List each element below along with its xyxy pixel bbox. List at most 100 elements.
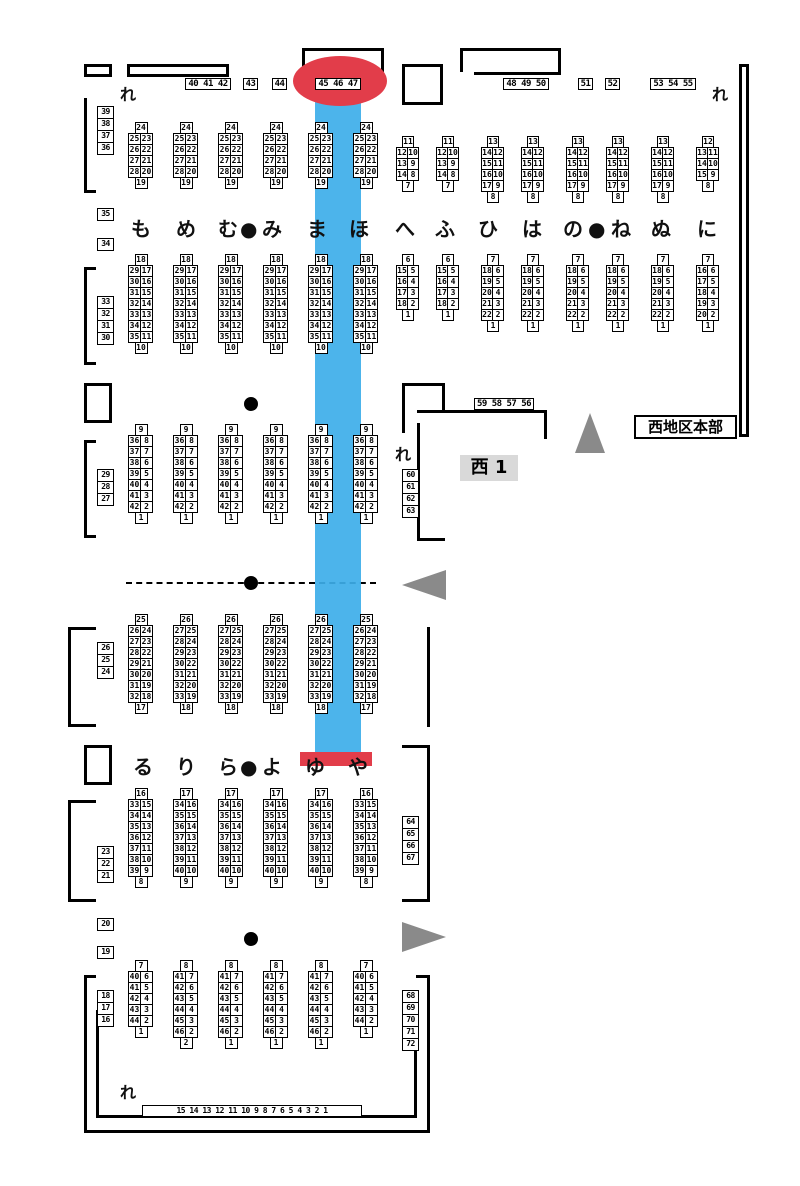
booth-cell[interactable]: 2: [532, 309, 544, 321]
booth-cell[interactable]: 16: [359, 788, 373, 800]
booth-cell[interactable]: 13: [230, 832, 243, 844]
booth-cell[interactable]: 9: [179, 424, 193, 436]
booth-cell[interactable]: 1: [224, 512, 238, 524]
booth-cell[interactable]: 10: [140, 854, 153, 866]
booth-cell[interactable]: 13: [657, 136, 669, 148]
booth-cell[interactable]: 9: [447, 158, 459, 170]
booth-cell[interactable]: 1: [359, 1026, 373, 1038]
booth-cell[interactable]: 8: [487, 191, 499, 203]
wall-booth-cell[interactable]: 30: [97, 332, 114, 345]
wall-booth-cell[interactable]: 20: [97, 918, 114, 931]
wall-booth-cell[interactable]: 66: [402, 840, 419, 853]
wall-booth-cell[interactable]: 16: [97, 1014, 114, 1027]
booth-cell[interactable]: 12: [230, 320, 243, 332]
booth-cell[interactable]: 10: [224, 342, 238, 354]
bottom-wall-booths-1-15[interactable]: 15 14 13 12 11 10 9 8 7 6 5 4 3 2 1: [142, 1105, 362, 1117]
booth-cell[interactable]: 7: [442, 180, 454, 192]
booth-cell[interactable]: 1: [314, 1037, 328, 1049]
booth-cell[interactable]: 10: [134, 342, 148, 354]
booth-cell[interactable]: 12: [140, 832, 153, 844]
booth-cell[interactable]: 2: [447, 298, 459, 310]
wall-booth-cell[interactable]: 24: [97, 666, 114, 679]
booth-cell[interactable]: 18: [140, 691, 153, 703]
booth-cell[interactable]: 2: [179, 1037, 193, 1049]
booth-cell[interactable]: 11: [140, 843, 153, 855]
booth-cell[interactable]: 1: [657, 320, 669, 332]
booth-cell[interactable]: 10: [314, 342, 328, 354]
right-mid-booths-56-59[interactable]: 59 58 57 56: [474, 398, 534, 410]
booth-cell[interactable]: 8: [702, 180, 714, 192]
booth-cell[interactable]: 14: [140, 810, 153, 822]
booth-cell[interactable]: 12: [320, 320, 333, 332]
booth-cell[interactable]: 19: [224, 177, 238, 189]
top-wall-booth-43[interactable]: 43: [243, 78, 258, 90]
booth-cell[interactable]: 20: [140, 669, 153, 681]
booth-cell[interactable]: 2: [320, 501, 333, 513]
booth-cell[interactable]: 19: [314, 177, 328, 189]
booth-cell[interactable]: 9: [314, 876, 328, 888]
top-wall-booth-45-47[interactable]: 45 46 47: [315, 78, 361, 90]
booth-cell[interactable]: 3: [140, 490, 153, 502]
booth-cell[interactable]: 19: [359, 177, 373, 189]
booth-cell[interactable]: 1: [702, 320, 714, 332]
booth-cell[interactable]: 18: [179, 702, 193, 714]
booth-cell[interactable]: 9: [179, 876, 193, 888]
booth-cell[interactable]: 5: [320, 993, 333, 1005]
booth-cell[interactable]: 12: [532, 147, 544, 159]
booth-cell[interactable]: 10: [359, 342, 373, 354]
booth-cell[interactable]: 7: [185, 971, 198, 983]
booth-cell[interactable]: 17: [269, 788, 283, 800]
booth-cell[interactable]: 26: [179, 614, 193, 626]
booth-cell[interactable]: 15: [320, 287, 333, 299]
booth-cell[interactable]: 8: [134, 876, 148, 888]
booth-cell[interactable]: 8: [612, 191, 624, 203]
booth-cell[interactable]: 9: [577, 180, 589, 192]
booth-cell[interactable]: 16: [320, 276, 333, 288]
booth-cell[interactable]: 18: [224, 702, 238, 714]
booth-cell[interactable]: 1: [269, 512, 283, 524]
booth-cell[interactable]: 11: [662, 158, 674, 170]
wall-booth-cell[interactable]: 19: [97, 946, 114, 959]
booth-cell[interactable]: 1: [134, 1026, 148, 1038]
booth-cell[interactable]: 1: [179, 512, 193, 524]
wall-booth-cell[interactable]: 34: [97, 238, 114, 251]
booth-cell[interactable]: 21: [230, 669, 243, 681]
top-wall-booth-48-50[interactable]: 48 49 50: [503, 78, 549, 90]
booth-cell[interactable]: 23: [230, 647, 243, 659]
wall-booth-cell[interactable]: 27: [97, 493, 114, 506]
booth-cell[interactable]: 16: [230, 276, 243, 288]
booth-cell[interactable]: 3: [320, 490, 333, 502]
booth-cell[interactable]: 1: [269, 1037, 283, 1049]
wall-booth-cell[interactable]: 63: [402, 505, 419, 518]
booth-cell[interactable]: 25: [134, 614, 148, 626]
booth-cell[interactable]: 1: [442, 309, 454, 321]
booth-cell[interactable]: 6: [492, 265, 504, 277]
booth-cell[interactable]: 1: [402, 309, 414, 321]
booth-cell[interactable]: 13: [140, 821, 153, 833]
top-wall-booth-51[interactable]: 51: [578, 78, 593, 90]
booth-cell[interactable]: 3: [447, 287, 459, 299]
booth-cell[interactable]: 8: [657, 191, 669, 203]
booth-cell[interactable]: 1: [612, 320, 624, 332]
booth-cell[interactable]: 6: [532, 265, 544, 277]
booth-cell[interactable]: 1: [572, 320, 584, 332]
booth-cell[interactable]: 24: [185, 636, 198, 648]
booth-cell[interactable]: 1: [527, 320, 539, 332]
booth-cell[interactable]: 19: [134, 177, 148, 189]
booth-cell[interactable]: 10: [179, 342, 193, 354]
wall-booth-cell[interactable]: 31: [97, 320, 114, 333]
booth-cell[interactable]: 22: [230, 144, 243, 156]
booth-cell[interactable]: 8: [407, 169, 419, 181]
booth-cell[interactable]: 18: [269, 702, 283, 714]
top-wall-booth-44[interactable]: 44: [272, 78, 287, 90]
booth-cell[interactable]: 2: [577, 309, 589, 321]
booth-cell[interactable]: 9: [224, 876, 238, 888]
booth-cell[interactable]: 19: [179, 177, 193, 189]
booth-cell[interactable]: 15: [365, 287, 378, 299]
booth-cell[interactable]: 17: [134, 702, 148, 714]
top-wall-booth-40-42[interactable]: 40 41 42: [185, 78, 231, 90]
booth-cell[interactable]: 5: [617, 276, 629, 288]
booth-cell[interactable]: 6: [707, 265, 719, 277]
booth-cell[interactable]: 7: [527, 254, 539, 266]
booth-cell[interactable]: 10: [269, 342, 283, 354]
